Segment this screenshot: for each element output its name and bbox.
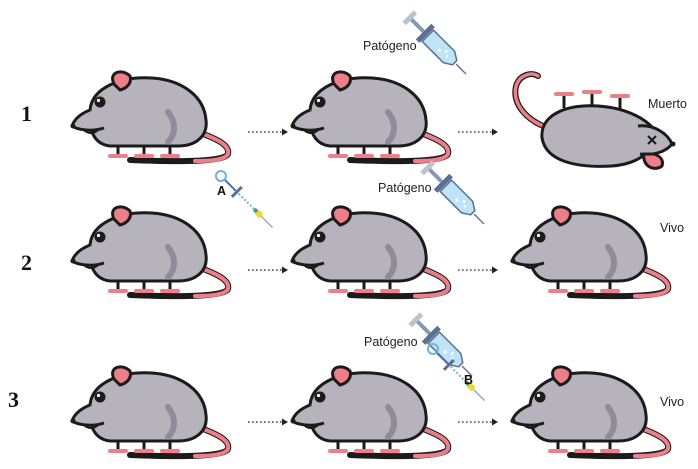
outcome-label: Vivo: [660, 221, 684, 235]
vaccine-syringe-icon: [212, 167, 277, 232]
dotted-arrow-icon: [458, 419, 498, 426]
injection-label: B: [464, 373, 473, 387]
mouse-icon: [71, 72, 229, 161]
row-3-number: 3: [8, 387, 19, 412]
mouse-icon: [291, 207, 449, 296]
mouse-icon: [511, 367, 669, 456]
dotted-arrow-icon: [248, 419, 288, 426]
mouse-icon: [291, 367, 449, 456]
injection-label: Patógeno: [364, 335, 418, 349]
outcome-label: Muerto: [648, 97, 687, 111]
injection-label: Patógeno: [363, 39, 417, 53]
dotted-arrow-icon: [248, 267, 288, 274]
dotted-arrow-icon: [248, 129, 288, 136]
injection-label: Patógeno: [378, 181, 432, 195]
mouse-icon: [291, 72, 449, 161]
outcome-label: Vivo: [660, 395, 684, 409]
row-1-number: 1: [21, 101, 32, 126]
dotted-arrow-icon: [458, 129, 498, 136]
mouse-icon: [511, 207, 669, 296]
injection-label: A: [217, 184, 226, 198]
mouse-icon: [71, 367, 229, 456]
syringe-icon: [418, 158, 492, 232]
dotted-arrow-icon: [458, 267, 498, 274]
dead-mouse-icon: [515, 74, 675, 168]
row-2-number: 2: [21, 250, 32, 275]
mouse-icon: [71, 207, 229, 296]
